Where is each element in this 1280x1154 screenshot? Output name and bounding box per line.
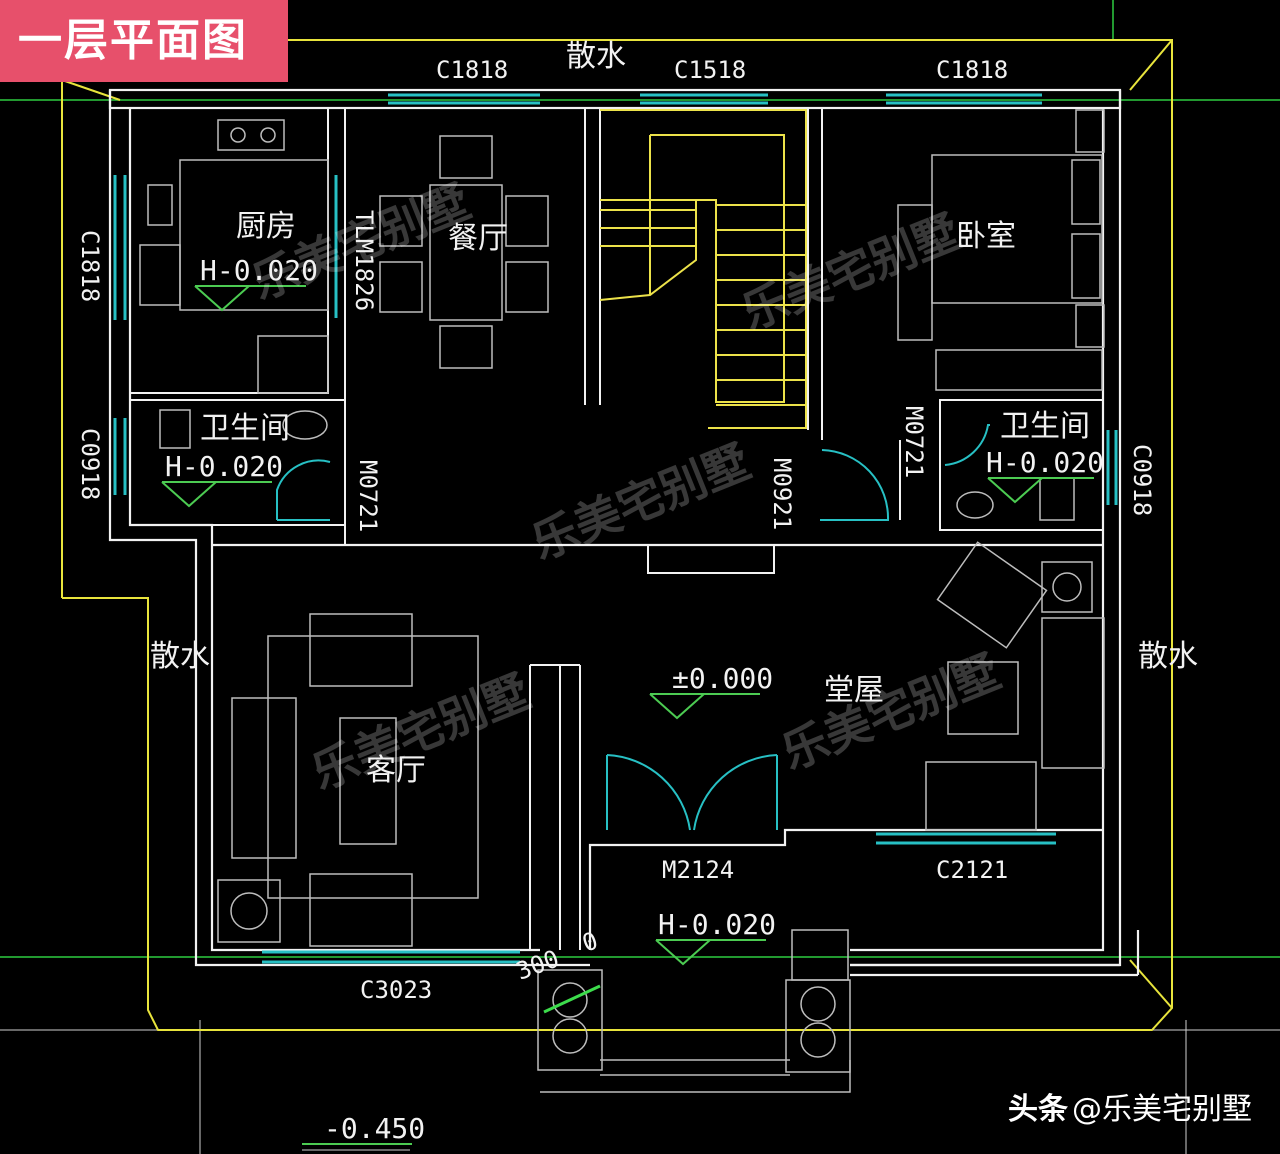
window-code-bottom-right: C2121 <box>936 856 1008 884</box>
credit-prefix: 头条 <box>1008 1092 1068 1127</box>
window-code-right: C0918 <box>1128 444 1156 516</box>
door-code-bath-left: M0721 <box>354 460 382 532</box>
level-kitchen: H-0.020 <box>200 254 318 287</box>
doors <box>276 424 990 831</box>
door-code-bath-right: M0721 <box>900 406 928 478</box>
window-code-top-mid: C1518 <box>674 56 746 84</box>
watermark: 乐美宅别墅 <box>774 644 1007 780</box>
room-label-bedroom: 卧室 <box>956 219 1016 254</box>
room-label-bath-right: 卫生间 <box>1000 409 1090 444</box>
axis-lines <box>0 0 1280 958</box>
window-code-top-right: C1818 <box>936 56 1008 84</box>
drainage-label-left: 散水 <box>150 639 210 674</box>
room-label-kitchen: 厨房 <box>236 209 296 244</box>
drainage-label-top: 散水 <box>566 39 626 74</box>
door-code-entry: M2124 <box>662 856 734 884</box>
title-badge: 一层平面图 <box>0 0 288 82</box>
window-code-left-lower: C0918 <box>76 428 104 500</box>
room-label-living: 客厅 <box>366 753 426 788</box>
door-code-stair: M0921 <box>768 458 796 530</box>
credit-handle: @乐美宅别墅 <box>1072 1092 1252 1127</box>
windows <box>113 93 1118 964</box>
watermark: 乐美宅别墅 <box>524 434 757 570</box>
exterior-walls <box>108 88 1140 977</box>
room-label-hall: 堂屋 <box>824 673 884 708</box>
drainage-label-right: 散水 <box>1138 639 1198 674</box>
step-mark-0: 0 <box>578 926 601 957</box>
interior-walls <box>129 107 1104 950</box>
credit-line: 头条@乐美宅别墅 <box>1008 1084 1252 1128</box>
room-label-dining: 餐厅 <box>448 221 508 256</box>
level-bath-right: H-0.020 <box>986 446 1104 479</box>
level-outside: -0.450 <box>324 1112 425 1145</box>
window-code-bottom-left: C3023 <box>360 976 432 1004</box>
staircase <box>599 109 807 429</box>
level-bath-left: H-0.020 <box>165 450 283 483</box>
furniture <box>139 109 1105 1093</box>
level-markers <box>161 285 1094 1145</box>
door-code-sliding: TLM1826 <box>350 210 378 311</box>
window-code-left-upper: C1818 <box>76 230 104 302</box>
room-label-bath-left: 卫生间 <box>200 411 290 446</box>
level-hall: ±0.000 <box>672 662 773 695</box>
level-porch: H-0.020 <box>658 908 776 941</box>
window-code-top-left: C1818 <box>436 56 508 84</box>
